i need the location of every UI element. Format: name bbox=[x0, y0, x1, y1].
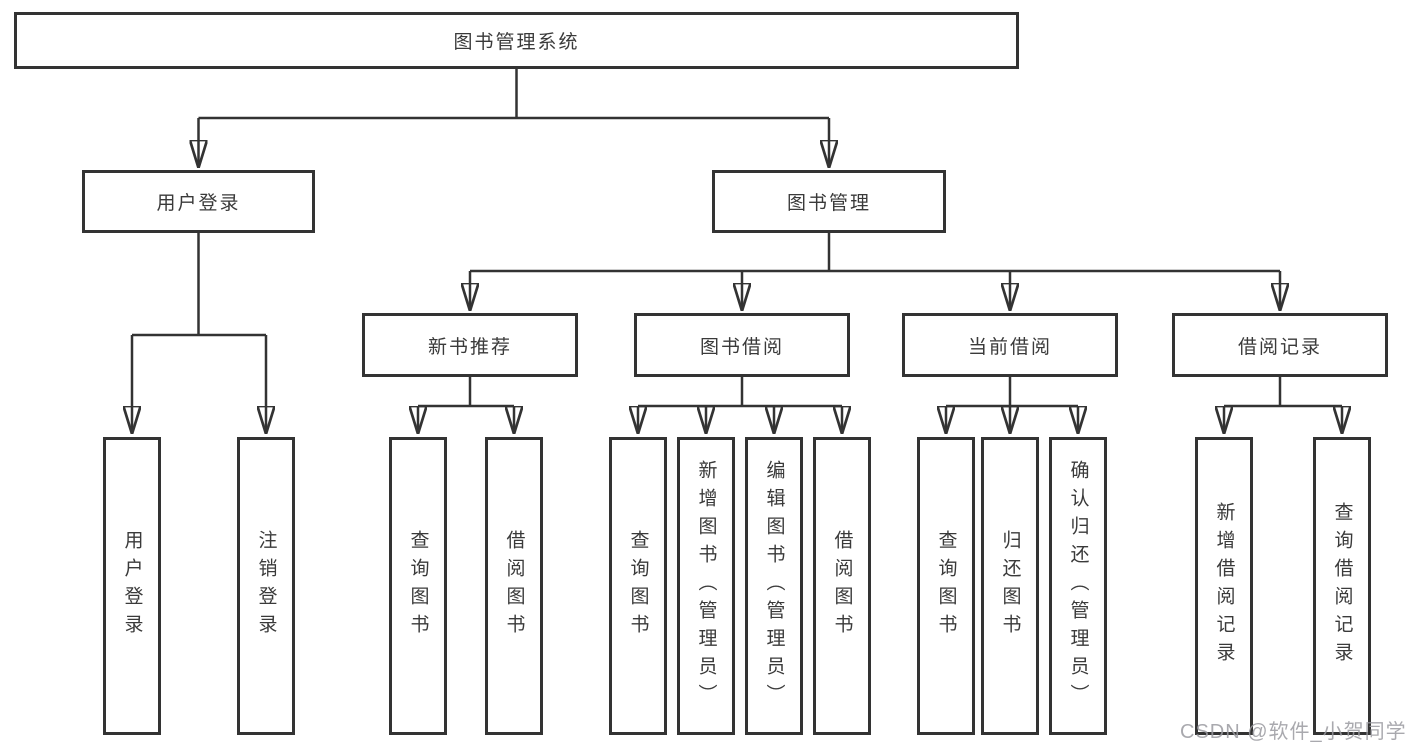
node-book-borrow: 图书借阅 bbox=[634, 313, 850, 377]
connector-current-borrow-trunk bbox=[946, 377, 1078, 408]
node-borrow-records: 借阅记录 bbox=[1172, 313, 1388, 377]
node-book-mgmt: 图书管理 bbox=[712, 170, 946, 233]
node-cb-confirm-return: 确认归还（管理员） bbox=[1049, 437, 1107, 735]
connector-borrow-records-trunk bbox=[1224, 377, 1342, 408]
node-bb-add-book: 新增图书（管理员） bbox=[677, 437, 735, 735]
node-root: 图书管理系统 bbox=[14, 12, 1019, 69]
csdn-watermark: CSDN @软件_小贺同学 bbox=[1180, 721, 1405, 743]
node-nb-query-book: 查询图书 bbox=[389, 437, 447, 735]
node-bb-edit-book: 编辑图书（管理员） bbox=[745, 437, 803, 735]
node-leaf-logout: 注销登录 bbox=[237, 437, 295, 735]
node-cb-return-book: 归还图书 bbox=[981, 437, 1039, 735]
node-leaf-user-login: 用户登录 bbox=[103, 437, 161, 735]
node-new-book-rec: 新书推荐 bbox=[362, 313, 578, 377]
node-cb-query-book: 查询图书 bbox=[917, 437, 975, 735]
connector-new-book-rec-trunk bbox=[418, 377, 514, 408]
connector-book-borrow-trunk bbox=[638, 377, 842, 408]
connector-book-mgmt-trunk bbox=[470, 233, 1280, 273]
node-br-add-record: 新增借阅记录 bbox=[1195, 437, 1253, 735]
node-br-query-record: 查询借阅记录 bbox=[1313, 437, 1371, 735]
connector-user-login-trunk bbox=[132, 233, 266, 337]
node-user-login: 用户登录 bbox=[82, 170, 315, 233]
node-nb-borrow-book: 借阅图书 bbox=[485, 437, 543, 735]
node-bb-borrow-book: 借阅图书 bbox=[813, 437, 871, 735]
node-bb-query-book: 查询图书 bbox=[609, 437, 667, 735]
node-current-borrow: 当前借阅 bbox=[902, 313, 1118, 377]
connector-root-trunk bbox=[198, 69, 829, 120]
